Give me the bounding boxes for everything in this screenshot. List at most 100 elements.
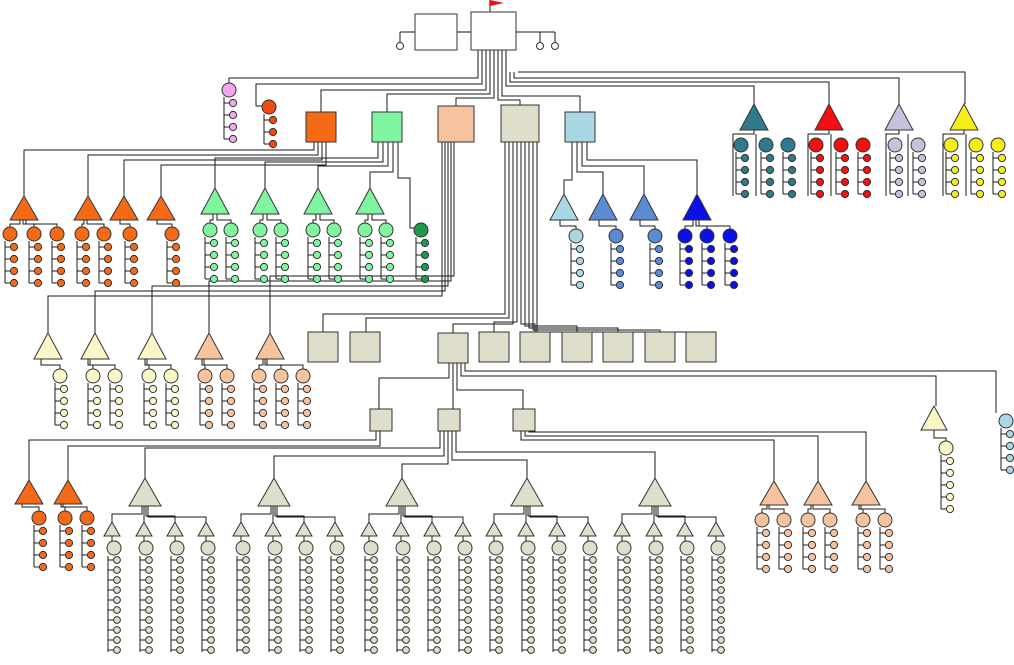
peach-low-1-member-1-dot bbox=[829, 552, 839, 562]
mint-unit-3-member-1-dot bbox=[385, 274, 395, 284]
khaki-chain-0-0-head bbox=[106, 540, 122, 556]
cream-far-member-head bbox=[938, 440, 954, 456]
khaki-chain-0-2-dot bbox=[176, 606, 184, 614]
khaki-chain-1-1-dot bbox=[274, 586, 282, 594]
orange-unit-3-member-0-head bbox=[164, 226, 180, 242]
teal-group-member-0-dot bbox=[740, 189, 750, 199]
teal-group-member-2-head bbox=[780, 137, 796, 153]
teal-group-triangle bbox=[739, 102, 769, 131]
khaki-chain-0-0-dot bbox=[113, 626, 121, 634]
lavender-member-1-dot bbox=[917, 189, 927, 199]
khaki-chain-1-2-dot bbox=[305, 576, 313, 584]
khaki-chain-0-2-dot bbox=[176, 646, 184, 654]
peach-unit-1-member-1-dot bbox=[280, 384, 290, 394]
orange-low-1-member-0-dot bbox=[64, 538, 74, 548]
mint-unit-1-member-1-head bbox=[273, 222, 289, 238]
khaki-chain-0-3-dot bbox=[207, 646, 215, 654]
khaki-branch bbox=[365, 142, 510, 332]
khaki-chain-0-0-dot bbox=[113, 586, 121, 594]
khaki-chain-0-1-dot bbox=[145, 626, 153, 634]
peach-low-0-member-1-dot bbox=[783, 528, 793, 538]
mint-unit-0-triangle bbox=[200, 186, 230, 215]
blue-unit-link bbox=[698, 220, 731, 229]
peach-unit-1-member-1-dot bbox=[280, 396, 290, 406]
teal-group-member-2-dot bbox=[787, 177, 797, 187]
cream-unit-1-member-1-dot bbox=[114, 396, 124, 406]
khaki-row-box-0 bbox=[307, 331, 339, 363]
khaki-chain-0-1-head bbox=[138, 540, 154, 556]
mint-unit-2-member-1-dot bbox=[333, 250, 343, 260]
orange-unit-1-member-0-dot bbox=[81, 242, 91, 252]
khaki-sub-box-1 bbox=[437, 408, 461, 432]
red-group-member-2-dot bbox=[862, 177, 872, 187]
peach-low-2-member-0-dot bbox=[862, 552, 872, 562]
khaki-chain-2-2-dot bbox=[433, 596, 441, 604]
cream-unit-0-member-0-dot bbox=[59, 384, 69, 394]
khaki-chain-4-0-dot bbox=[623, 576, 631, 584]
khaki-chain-4-1-dot bbox=[655, 616, 663, 624]
yellow-group-member-2-dot bbox=[997, 177, 1007, 187]
peach-low-1-member-1-dot bbox=[829, 564, 839, 574]
khaki-chain-1-2-dot bbox=[305, 566, 313, 574]
khaki-row-box-6 bbox=[602, 331, 634, 363]
orange-low-1-member-1-dot bbox=[86, 550, 96, 560]
root-left-dot bbox=[396, 42, 404, 50]
peach-box bbox=[437, 105, 475, 143]
khaki-row-box-5 bbox=[561, 331, 593, 363]
khaki-big-link bbox=[655, 506, 686, 522]
sub1-link bbox=[451, 431, 528, 478]
cream-unit-2-member-0-head bbox=[141, 368, 157, 384]
khaki-chain-3-1-dot bbox=[527, 626, 535, 634]
khaki-chain-1-1-dot bbox=[274, 596, 282, 604]
khaki-chain-0-1-dot bbox=[145, 646, 153, 654]
peach-low-2-member-1-head bbox=[877, 512, 893, 528]
khaki-chain-4-2-dot bbox=[686, 606, 694, 614]
cream-unit-0-member-link bbox=[40, 359, 61, 369]
lavender-member-0-head bbox=[887, 137, 903, 153]
teal-group-member-1-head bbox=[758, 137, 774, 153]
khaki-chain-0-2-dot bbox=[176, 566, 184, 574]
khaki-chain-2-1-dot bbox=[402, 626, 410, 634]
blue-unit-3-member-2-dot bbox=[729, 280, 739, 290]
mint-unit-0-member-0-dot bbox=[209, 274, 219, 284]
peach-unit-1-member-1-head bbox=[273, 368, 289, 384]
orange-low-1-member-0-dot bbox=[64, 562, 74, 572]
orange-low-1-triangle bbox=[53, 479, 83, 505]
mint-unit-1-member-1-dot bbox=[280, 262, 290, 272]
cream-unit-1-member-1-dot bbox=[114, 408, 124, 418]
cream-far-triangle bbox=[920, 404, 948, 431]
red-group-member-0-dot bbox=[815, 177, 825, 187]
khaki-chain-1-0-dot bbox=[242, 576, 250, 584]
orange-unit-0-member-0-dot bbox=[9, 278, 19, 288]
red-group-member-2-dot bbox=[862, 153, 872, 163]
orange-unit-0-member-0-head bbox=[2, 226, 18, 242]
khaki-chain-1-3-dot bbox=[336, 626, 344, 634]
khaki-chain-2-1-head bbox=[395, 540, 411, 556]
teal-link bbox=[505, 72, 755, 104]
yellow-group-member-1-head bbox=[968, 137, 984, 153]
khaki-chain-2-0-dot bbox=[370, 596, 378, 604]
pink-member-dot bbox=[228, 134, 238, 144]
sub0-link bbox=[28, 431, 377, 480]
khaki-chain-2-1-dot bbox=[402, 566, 410, 574]
mint-unit-3-member-0-dot bbox=[364, 262, 374, 272]
mint-unit-3-member-0-head bbox=[357, 222, 373, 238]
khaki-chain-4-1-dot bbox=[655, 586, 663, 594]
lavender-member-1-head bbox=[910, 137, 926, 153]
blue-unit-3-member-2-dot bbox=[729, 256, 739, 266]
khaki-chain-0-1-dot bbox=[145, 556, 153, 564]
red-group-member-1-dot bbox=[840, 189, 850, 199]
yellow-group-member-2-dot bbox=[997, 189, 1007, 199]
peach-unit-1-member-2-dot bbox=[302, 408, 312, 418]
blue-unit-3-member-1-dot bbox=[706, 244, 716, 254]
khaki-chain-1-2-dot bbox=[305, 586, 313, 594]
peach-low-2-member-0-head bbox=[855, 512, 871, 528]
khaki-sub-link bbox=[378, 363, 450, 409]
khaki-chain-0-3-dot bbox=[207, 556, 215, 564]
blue-unit-link bbox=[639, 220, 656, 229]
root-right-dot bbox=[536, 42, 544, 50]
mint-branch bbox=[369, 142, 394, 188]
sub1-link bbox=[455, 431, 656, 478]
mint-unit-1-member-0-dot bbox=[259, 238, 269, 248]
khaki-chain-4-2-dot bbox=[686, 556, 694, 564]
